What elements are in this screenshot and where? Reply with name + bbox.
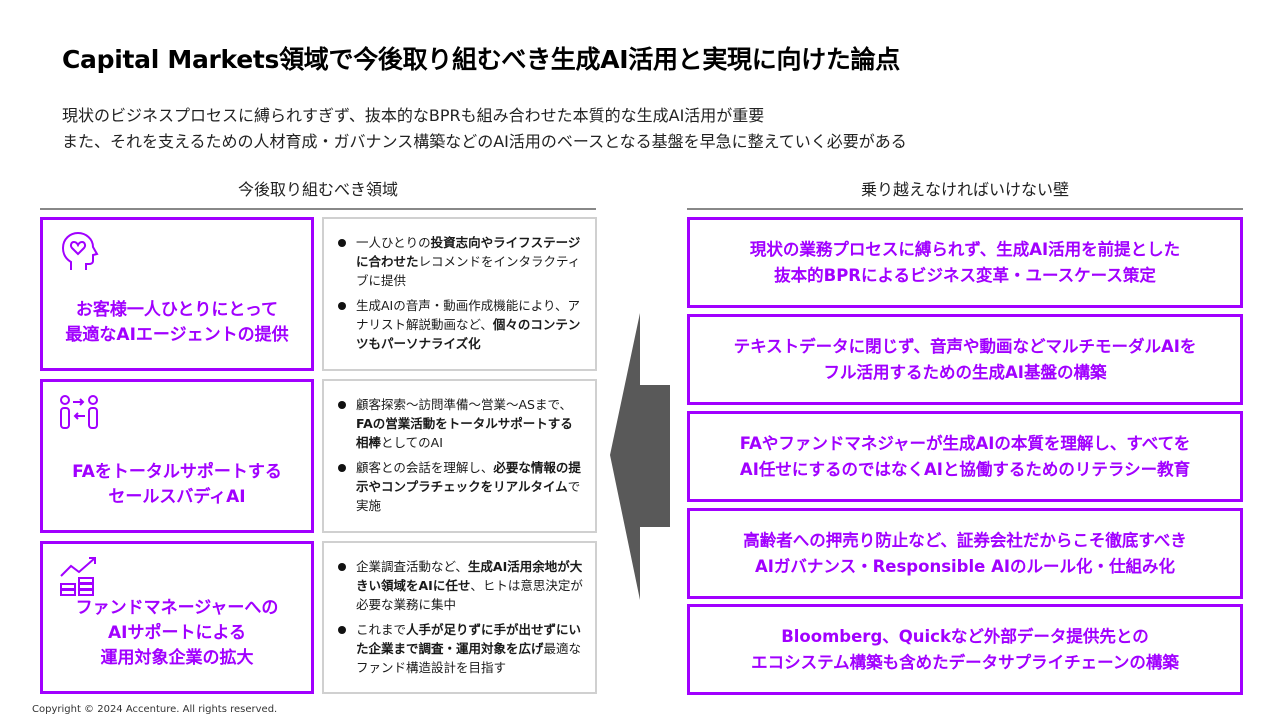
area-card: お客様一人ひとりにとって最適なAIエージェントの提供 xyxy=(40,217,314,371)
area-title-line: 運用対象企業の拡大 xyxy=(100,648,254,668)
area-title: FAをトータルサポートするセールスバディAI xyxy=(43,460,311,510)
challenge-line: FAやファンドマネジャーが生成AIの本質を理解し、すべてを xyxy=(739,433,1191,453)
left-arrow-icon xyxy=(610,313,670,600)
bullet-item: 生成AIの音声・動画作成機能により、アナリスト解説動画など、個々のコンテンツもパ… xyxy=(336,296,585,353)
bullet-item: 顧客との会話を理解し、必要な情報の提示やコンプラチェックをリアルタイムで実施 xyxy=(336,458,585,515)
bullet-emphasis: 投資志向やライフステージに合わせた xyxy=(356,235,581,269)
bullet-text: 顧客との会話を理解し、 xyxy=(356,460,494,475)
challenge-card: FAやファンドマネジャーが生成AIの本質を理解し、すべてを AI任せにするのではな… xyxy=(687,411,1243,502)
area-title-line: セールスバディAI xyxy=(108,487,246,507)
bullet-text: 最適なファンド構造設計を目指す xyxy=(356,641,582,675)
challenge-line: エコシステム構築も含めたデータサプライチェーンの構築 xyxy=(751,652,1179,672)
bullet-text: 顧客探索～訪問準備～営業～ASまで、 xyxy=(356,397,572,412)
area-title-line: AIサポートによる xyxy=(108,623,246,643)
subtitle-line-1: 現状のビジネスプロセスに縛られすぎず、抜本的なBPRも組み合わせた本質的な生成A… xyxy=(62,106,765,125)
bullet-text: で実施 xyxy=(356,479,581,513)
challenge-card: Bloomberg、Quickなど外部データ提供先とのエコシステム構築も含めたデ… xyxy=(687,604,1243,695)
subtitle-line-2: また、それを支えるための人材育成・ガバナンス構築などのAI活用のベースとなる基盤… xyxy=(62,132,907,151)
challenge-line: 抜本的BPRによるビジネス変革・ユースケース策定 xyxy=(774,265,1156,285)
left-section-header: 今後取り組むべき領域 xyxy=(40,176,596,210)
bullet-text: としてのAI xyxy=(381,435,443,450)
bullet-emphasis: 人手が足りずに手が出せずにいた企業まで調査・運用対象を広げ xyxy=(356,622,582,656)
challenge-line: 現状の業務プロセスに縛られず、生成AI活用を前提とした xyxy=(749,239,1181,259)
challenge-line: 高齢者への押売り防止など、証券会社だからこそ徹底すべき xyxy=(743,530,1187,550)
area-card: FAをトータルサポートするセールスバディAI xyxy=(40,379,314,533)
bullet-text: レコメンドをインタラクティブに提供 xyxy=(356,254,581,288)
challenge-card: 現状の業務プロセスに縛られず、生成AI活用を前提とした抜本的BPRによるビジネス… xyxy=(687,217,1243,308)
challenge-card: 高齢者への押売り防止など、証券会社だからこそ徹底すべき AIガバナンス・Respo… xyxy=(687,508,1243,599)
copyright: Copyright © 2024 Accenture. All rights r… xyxy=(32,704,278,715)
bullet-emphasis: 個々のコンテンツもパーソナライズ化 xyxy=(356,317,581,351)
bullet-item: 顧客探索～訪問準備～営業～ASまで、 FAの営業活動をトータルサポートする相棒とし… xyxy=(336,395,585,452)
area-detail-box: 一人ひとりの投資志向やライフステージに合わせたレコメンドをインタラクティブに提供… xyxy=(322,217,597,371)
page-title: Capital Markets領域で今後取り組むべき生成AI活用と実現に向けた論… xyxy=(62,45,900,74)
challenge-line: テキストデータに閉じず、音声や動画などマルチモーダルAIを xyxy=(733,336,1197,356)
area-title-line: 最適なAIエージェントの提供 xyxy=(65,325,289,345)
bullet-text: 、ヒトは意思決定が必要な業務に集中 xyxy=(356,578,583,612)
bullet-text: 生成AIの音声・動画作成機能により、アナリスト解説動画など、 xyxy=(356,298,580,332)
area-title-line: お客様一人ひとりにとって xyxy=(75,300,279,320)
growth-coins-icon xyxy=(57,554,101,598)
area-detail-box: 企業調査活動など、生成AI活用余地が大きい領域をAIに任せ、ヒトは意思決定が必要… xyxy=(322,541,597,694)
challenge-line: AI任せにするのではなくAIと協働するためのリテラシー教育 xyxy=(739,459,1191,479)
area-card: ファンドマネージャーへの AIサポートによる運用対象企業の拡大 xyxy=(40,541,314,694)
bullet-item: これまで人手が足りずに手が出せずにいた企業まで調査・運用対象を広げ最適なファンド… xyxy=(336,620,585,677)
challenge-card: テキストデータに閉じず、音声や動画などマルチモーダルAIをフル活用するための生成… xyxy=(687,314,1243,405)
bullet-emphasis: FAの営業活動をトータルサポートする相棒 xyxy=(356,416,573,450)
bullet-emphasis: 生成AI活用余地が大きい領域をAIに任せ xyxy=(356,559,583,593)
bullet-text: 一人ひとりの xyxy=(356,235,431,250)
challenge-line: Bloomberg、Quickなど外部データ提供先との xyxy=(781,626,1149,646)
area-title-line: FAをトータルサポートする xyxy=(72,462,282,482)
bullet-item: 企業調査活動など、生成AI活用余地が大きい領域をAIに任せ、ヒトは意思決定が必要… xyxy=(336,557,585,614)
challenge-line: フル活用するための生成AI基盤の構築 xyxy=(823,362,1107,382)
bullet-text: 企業調査活動など、 xyxy=(356,559,468,574)
challenge-line: AIガバナンス・Responsible AIのルール化・仕組み化 xyxy=(755,556,1175,576)
head-heart-icon xyxy=(57,230,101,274)
area-title-line: ファンドマネージャーへの xyxy=(75,598,279,618)
area-title: ファンドマネージャーへの AIサポートによる運用対象企業の拡大 xyxy=(43,596,311,671)
area-detail-box: 顧客探索～訪問準備～営業～ASまで、 FAの営業活動をトータルサポートする相棒とし… xyxy=(322,379,597,533)
bullet-item: 一人ひとりの投資志向やライフステージに合わせたレコメンドをインタラクティブに提供 xyxy=(336,233,585,290)
right-section-header: 乗り越えなければいけない壁 xyxy=(687,176,1243,210)
people-exchange-icon xyxy=(57,392,101,436)
bullet-emphasis: 必要な情報の提示やコンプラチェックをリアルタイム xyxy=(356,460,581,494)
bullet-text: これまで xyxy=(356,622,407,637)
area-title: お客様一人ひとりにとって最適なAIエージェントの提供 xyxy=(43,298,311,348)
